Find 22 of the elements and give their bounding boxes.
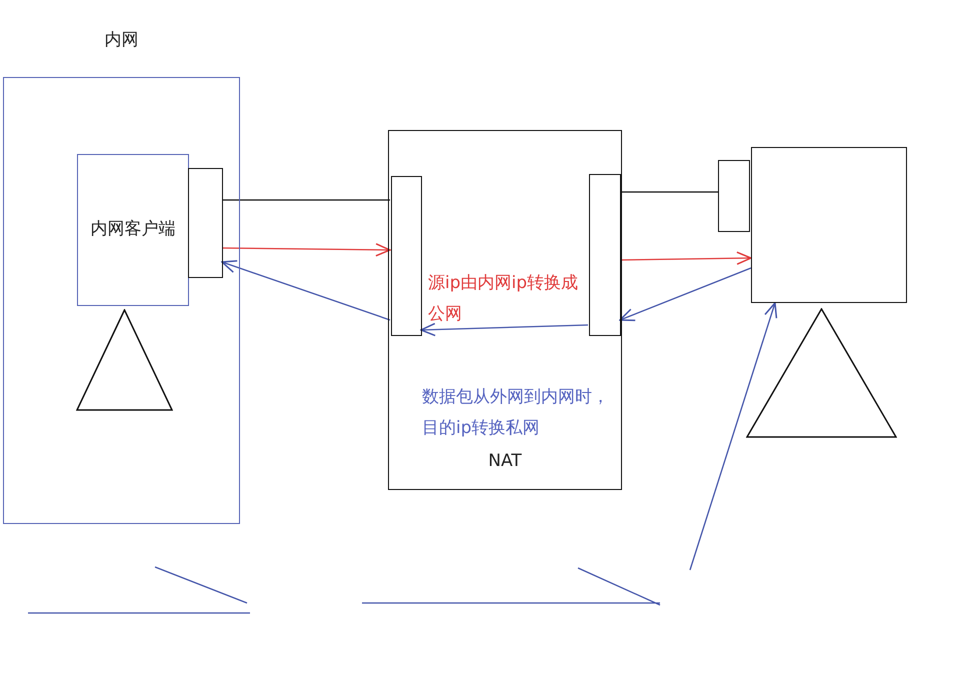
- annotation-text: 数据包从外网到内网时，目的ip转换私网: [422, 386, 610, 440]
- node-label: 内网: [104, 29, 140, 51]
- nat-box: [388, 130, 622, 490]
- arrow: [221, 260, 390, 321]
- node-label: 内网客户端: [90, 218, 176, 240]
- port-box: [589, 174, 621, 336]
- node-label: NAT: [487, 451, 523, 471]
- triangle-shape: [76, 309, 173, 411]
- arrow: [420, 322, 588, 336]
- client-box: [77, 154, 189, 306]
- arrow: [619, 267, 752, 322]
- annotation-text: 源ip由内网ip转换成公网: [428, 272, 580, 326]
- port-box: [751, 147, 907, 303]
- arrow: [689, 302, 778, 570]
- arrow: [222, 243, 391, 257]
- port-box: [718, 160, 750, 232]
- connector-line: [222, 199, 390, 201]
- arrow: [620, 251, 752, 265]
- port-box: [391, 176, 422, 336]
- connector-line: [620, 191, 718, 193]
- port-box: [188, 168, 223, 278]
- triangle-shape: [746, 308, 897, 438]
